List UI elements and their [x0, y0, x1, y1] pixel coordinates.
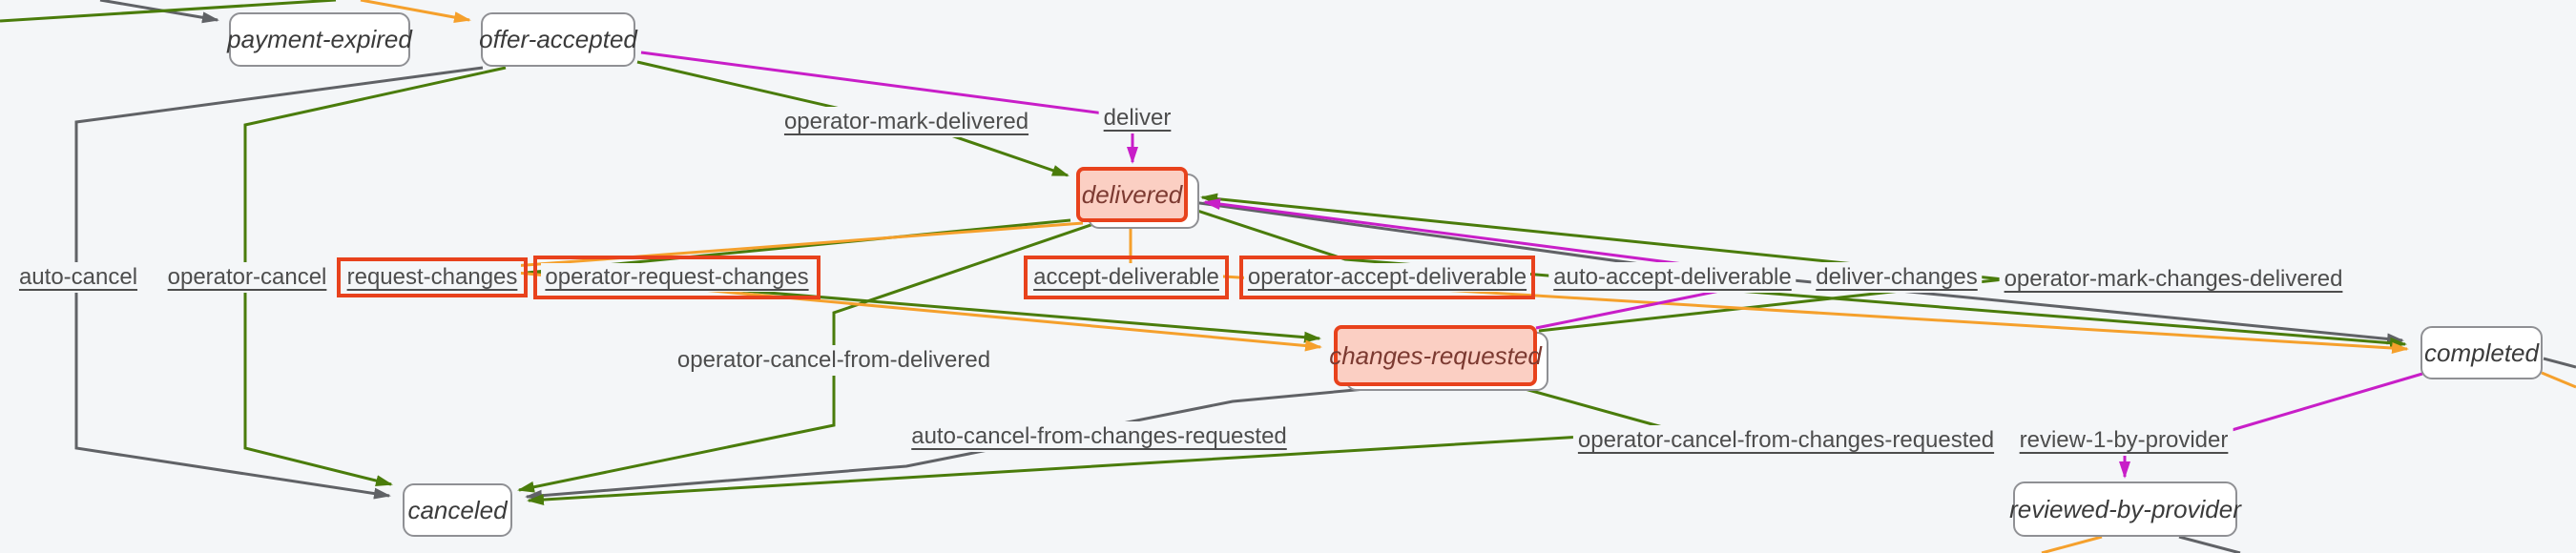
edge-label-box-request-changes[interactable]: request-changes	[337, 257, 528, 297]
edge-label-operator-cancel[interactable]: operator-cancel	[162, 262, 332, 293]
edge-completed-out-orange	[2541, 371, 2576, 389]
node-payment-expired[interactable]: payment-expired	[227, 12, 412, 67]
edge-label-box-operator-accept-deliverable[interactable]: operator-accept-deliverable	[1239, 256, 1535, 299]
edge-label-deliver[interactable]: deliver	[1098, 103, 1176, 133]
edge-label-auto-cancel-from-changes-requested[interactable]: auto-cancel-from-changes-requested	[906, 421, 1292, 452]
edge-label-operator-cancel-from-delivered: operator-cancel-from-delivered	[672, 345, 996, 376]
edge-label-auto-accept-deliverable[interactable]: auto-accept-deliverable	[1548, 262, 1797, 293]
edge-reviewed-out-orange	[2041, 535, 2103, 553]
node-changes-requested[interactable]: changes-requested	[1329, 325, 1542, 386]
edge-completed-out-gray	[2543, 357, 2576, 369]
node-completed[interactable]: completed	[2420, 326, 2543, 379]
edge-label-box-operator-request-changes[interactable]: operator-request-changes	[533, 256, 821, 299]
edge-label-operator-cancel-from-changes-requested[interactable]: operator-cancel-from-changes-requested	[1572, 425, 2000, 456]
edge-label-accept-deliverable[interactable]: accept-deliverable	[1029, 263, 1223, 292]
edge-reviewed-out-gray	[2178, 535, 2241, 553]
node-offer-accepted[interactable]: offer-accepted	[479, 12, 637, 67]
node-reviewed-by-provider[interactable]: reviewed-by-provider	[2009, 481, 2241, 537]
edge-into-offer-accepted	[360, 0, 471, 24]
edge-label-operator-request-changes[interactable]: operator-request-changes	[541, 263, 813, 292]
edge-top-left-green	[0, 0, 337, 23]
edge-label-operator-accept-deliverable[interactable]: operator-accept-deliverable	[1243, 263, 1531, 292]
edge-label-review-1-by-provider[interactable]: review-1-by-provider	[2014, 425, 2233, 456]
edge-review-1-by-provider-a	[2228, 372, 2423, 433]
edge-label-operator-mark-delivered[interactable]: operator-mark-delivered	[779, 107, 1034, 137]
edge-operator-accept-deliverable	[1191, 207, 2407, 349]
edge-label-request-changes[interactable]: request-changes	[343, 263, 522, 292]
edge-label-deliver-changes[interactable]: deliver-changes	[1811, 262, 1983, 293]
node-canceled[interactable]: canceled	[403, 483, 512, 537]
edge-label-auto-cancel[interactable]: auto-cancel	[13, 262, 143, 293]
node-delivered[interactable]: delivered	[1076, 167, 1188, 222]
edge-label-box-accept-deliverable[interactable]: accept-deliverable	[1024, 256, 1229, 299]
edge-label-operator-mark-changes-delivered[interactable]: operator-mark-changes-delivered	[1999, 264, 2348, 295]
